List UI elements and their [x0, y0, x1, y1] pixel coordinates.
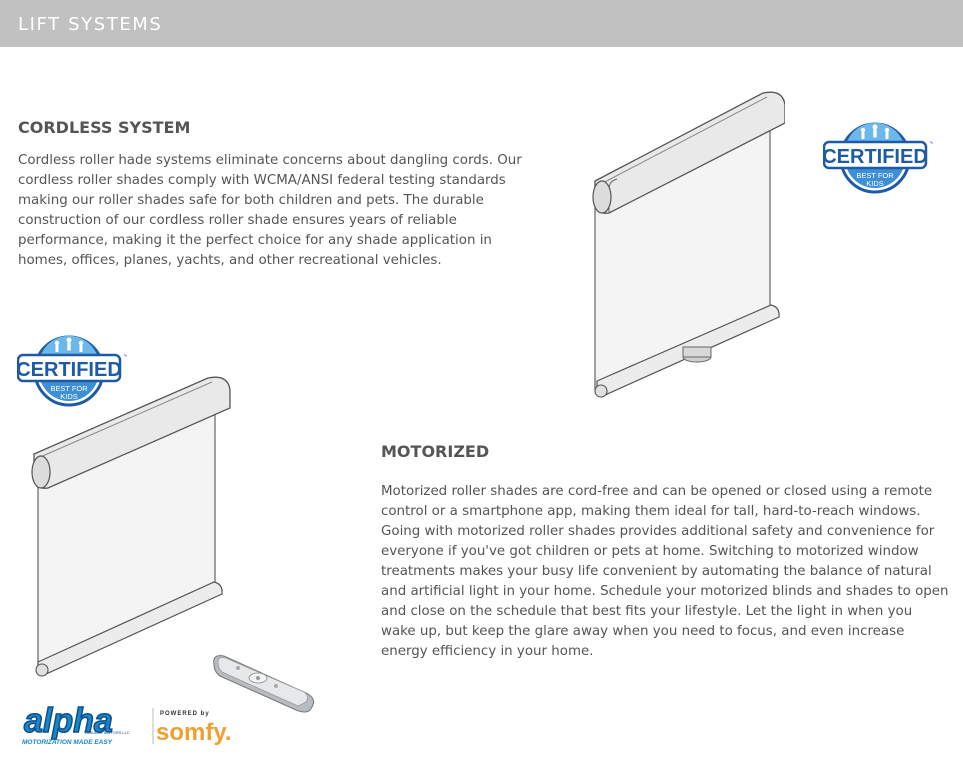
text-line: control or a smartphone app, making them… — [381, 504, 921, 519]
text-line: wake up, but keep the glare away when yo… — [381, 624, 905, 639]
text-line: Cordless roller hade systems eliminate c… — [18, 153, 522, 168]
motorized-heading: MOTORIZED — [381, 442, 490, 461]
text-line: homes, offices, planes, yachts, and othe… — [18, 253, 442, 268]
cordless-description: Cordless roller hade systems eliminate c… — [18, 151, 528, 271]
alpha-logo: alpha TUBULAR MOTORS LLC MOTORIZATION MA… — [18, 700, 133, 750]
badge-word: CERTIFIED — [17, 359, 122, 381]
alpha-subtext: TUBULAR MOTORS LLC — [84, 730, 130, 735]
text-line: and close on the schedule that best fits… — [381, 604, 913, 619]
badge-sub2: KIDS — [60, 392, 78, 401]
motorized-description: Motorized roller shades are cord-free an… — [381, 482, 951, 662]
text-line: everyone if you've got children or pets … — [381, 544, 919, 559]
text-line: energy efficiency in your home. — [381, 644, 594, 659]
somfy-powered: POWERED by — [160, 711, 210, 717]
somfy-wordmark: somfy. — [156, 719, 232, 746]
somfy-logo: POWERED by somfy. — [152, 706, 252, 748]
badge-tm: ™ — [123, 354, 127, 360]
badge-word: CERTIFIED — [823, 146, 928, 168]
certified-best-for-kids-badge: CERTIFIED BEST FOR KIDS ™ — [17, 333, 127, 408]
cordless-heading: CORDLESS SYSTEM — [18, 118, 191, 137]
badge-sub1: BEST FOR — [856, 171, 894, 180]
text-line: construction of our cordless roller shad… — [18, 213, 457, 228]
text-line: making our roller shades safe for both c… — [18, 193, 484, 208]
text-line: Motorized roller shades are cord-free an… — [381, 484, 933, 499]
roller-shade-cordless-illustration — [585, 85, 785, 405]
badge-sub1: BEST FOR — [50, 384, 88, 393]
text-line: performance, making it the perfect choic… — [18, 233, 492, 248]
text-line: and artificial light in your home. Sched… — [381, 584, 949, 599]
text-line: Going with motorized roller shades provi… — [381, 524, 935, 539]
section-title: LIFT SYSTEMS — [18, 14, 163, 35]
alpha-wordmark: alpha — [24, 702, 113, 740]
text-line: cordless roller shades comply with WCMA/… — [18, 173, 506, 188]
roller-shade-motorized-illustration — [30, 372, 235, 682]
text-line: treatments makes your busy life convenie… — [381, 564, 932, 579]
certified-best-for-kids-badge: CERTIFIED BEST FOR KIDS ™ — [823, 120, 933, 195]
badge-tm: ™ — [929, 141, 933, 147]
badge-sub2: KIDS — [866, 179, 884, 188]
remote-control-illustration — [210, 650, 320, 715]
section-header: LIFT SYSTEMS — [0, 0, 963, 47]
alpha-tagline: MOTORIZATION MADE EASY — [22, 739, 113, 746]
